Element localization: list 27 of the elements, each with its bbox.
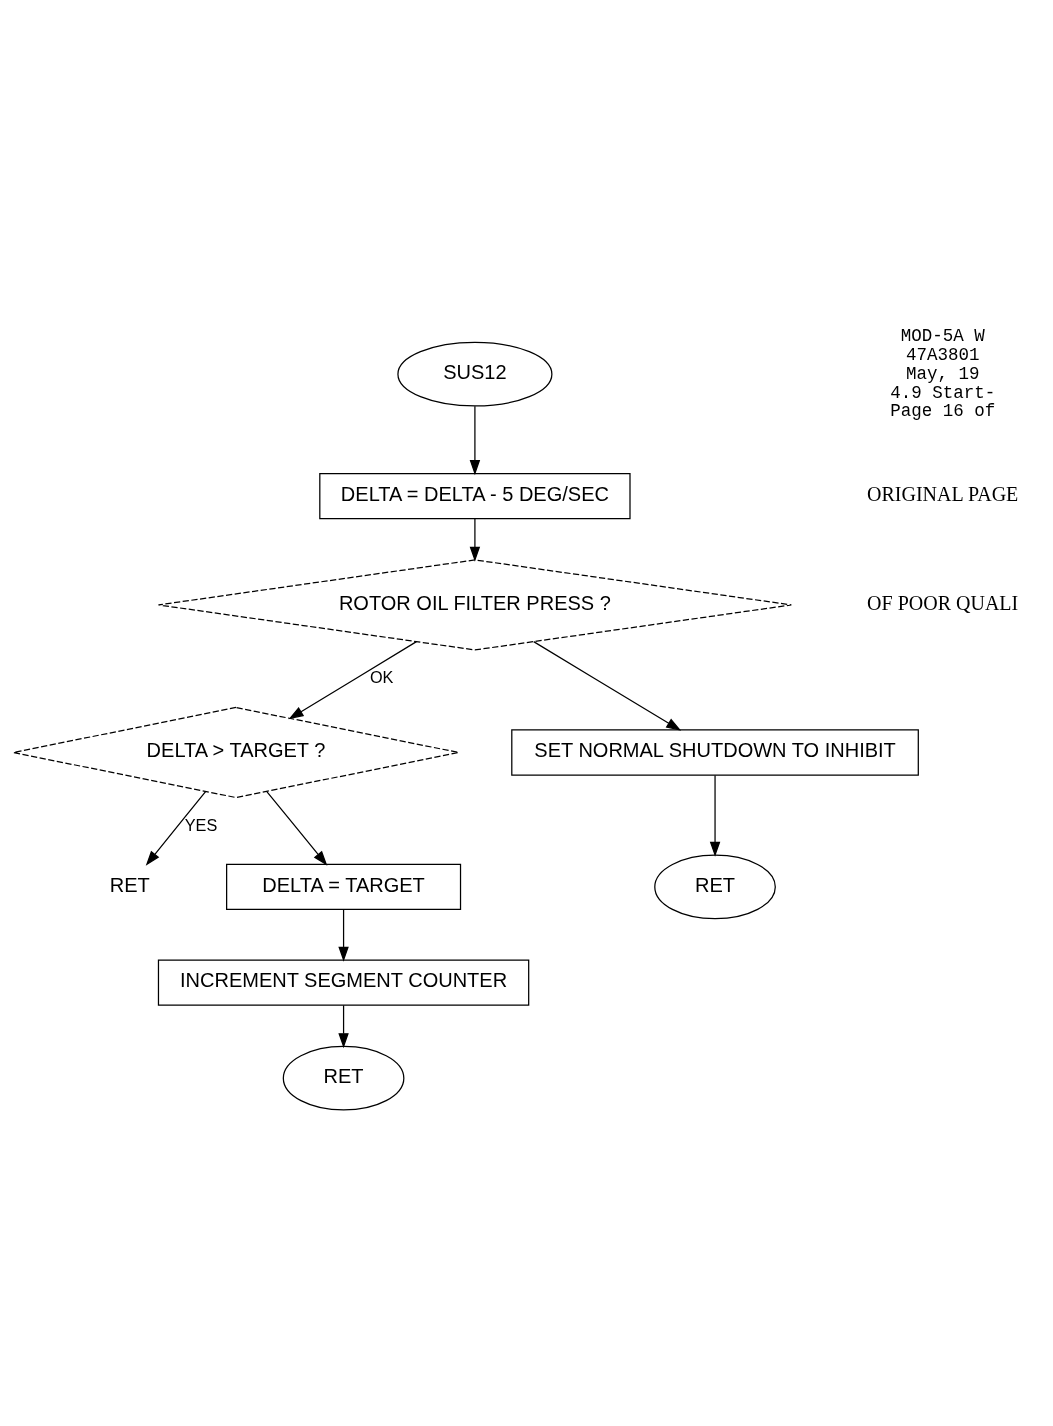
label: 47A3801: [905, 345, 980, 366]
arrow: [338, 909, 349, 962]
edge-label: OK: [369, 667, 394, 686]
arrow: [338, 1004, 349, 1049]
label: MOD-5A W: [900, 326, 985, 347]
node-box: SET NORMAL SHUTDOWN TO INHIBIT: [511, 729, 919, 776]
arrow: [469, 518, 481, 562]
node-ellipse: RET: [654, 854, 776, 920]
label: May, 19: [905, 363, 980, 384]
node-diamond: ROTOR OIL FILTER PRESS ?: [157, 559, 792, 651]
label: Page 16 of: [890, 401, 996, 422]
arrow: [266, 790, 328, 866]
label: 4.9 Start-: [890, 382, 996, 403]
arrow: [533, 641, 682, 731]
arrow: [288, 641, 418, 720]
node-box: DELTA = DELTA - 5 DEG/SEC: [319, 472, 631, 520]
edge-label: YES: [184, 815, 218, 834]
node-box: INCREMENT SEGMENT COUNTER: [157, 959, 530, 1006]
node-ellipse: RET: [282, 1045, 405, 1111]
label: OF POOR QUALI: [867, 591, 1019, 614]
node-text: RET: [109, 873, 150, 896]
arrow: [469, 405, 481, 476]
node-box: DELTA = TARGET: [226, 863, 462, 911]
arrow: [709, 774, 721, 857]
label: ORIGINAL PAGE: [867, 482, 1019, 505]
node-ellipse: SUS12: [397, 341, 553, 407]
arrow: [145, 790, 207, 866]
